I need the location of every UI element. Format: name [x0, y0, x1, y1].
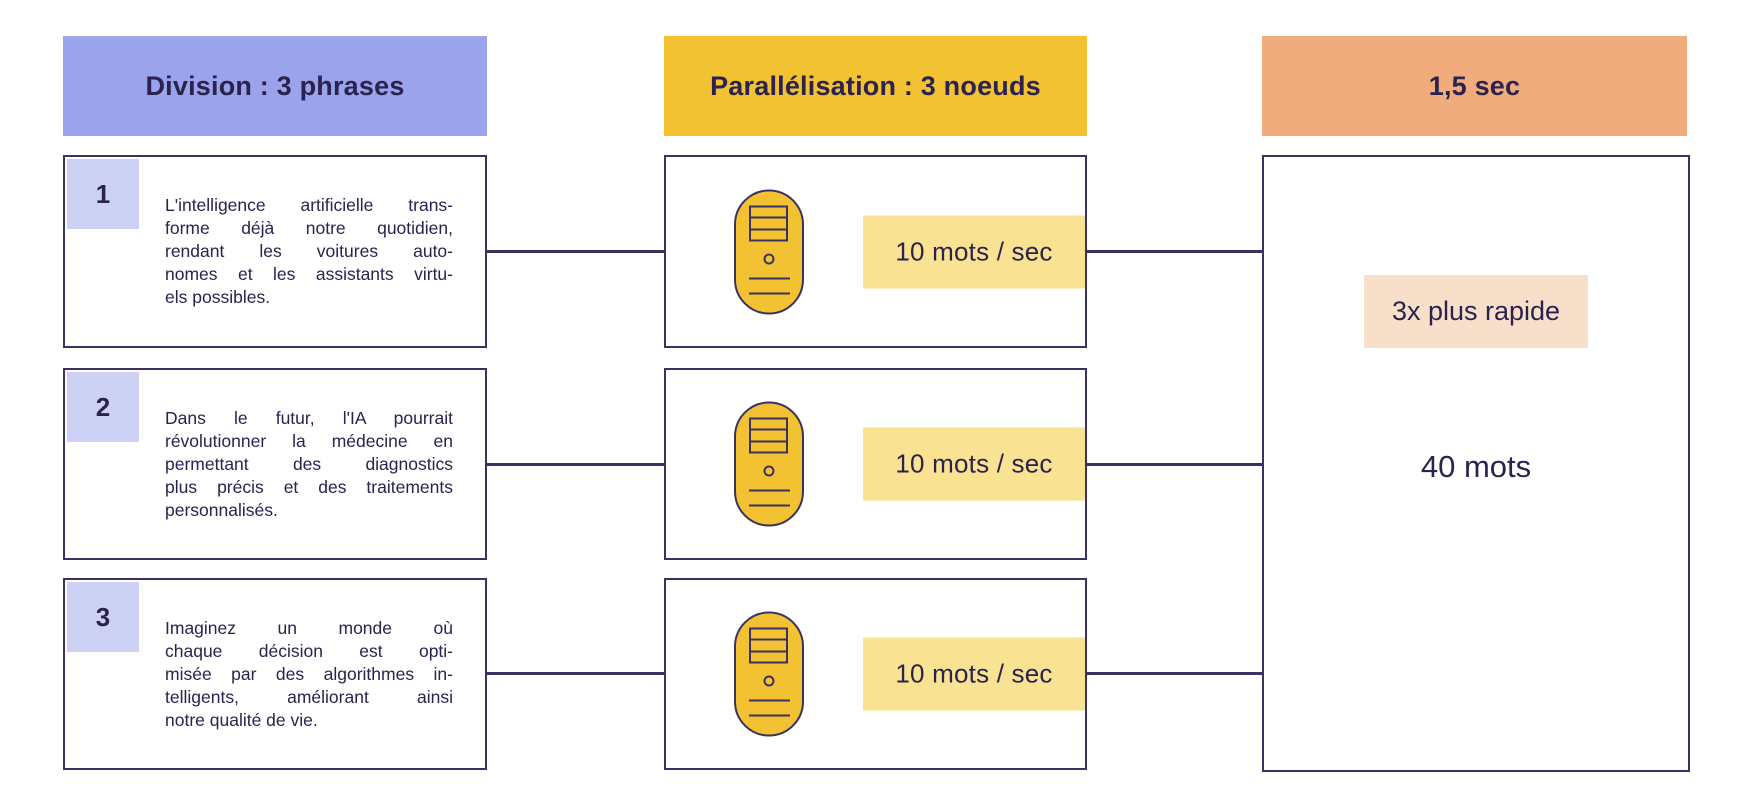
connector-line — [1086, 463, 1263, 466]
node-card-3: 10 mots / sec — [664, 578, 1087, 770]
sentence-number-badge: 3 — [67, 582, 139, 652]
server-vent-line-icon — [749, 699, 790, 702]
speedup-badge: 3x plus rapide — [1364, 275, 1588, 348]
result-card: 3x plus rapide 40 mots — [1262, 155, 1690, 772]
parallelization-header-label: Parallélisation : 3 noeuds — [710, 70, 1041, 101]
sentence-card-1: 1 L'intelligence artificielle trans-form… — [63, 155, 487, 348]
division-column-header: Division : 3 phrases — [63, 36, 487, 136]
division-header-label: Division : 3 phrases — [145, 70, 405, 101]
node-card-2: 10 mots / sec — [664, 368, 1087, 560]
sentence-text: L'intelligence artificielle trans-forme … — [165, 195, 453, 307]
connector-line — [1086, 672, 1263, 675]
server-vent-line-icon — [749, 292, 790, 294]
server-power-button-icon — [763, 675, 775, 687]
sentence-number-badge: 1 — [67, 159, 139, 229]
server-icon — [734, 611, 804, 737]
total-words-label: 40 mots — [1420, 449, 1532, 484]
result-header-label: 1,5 sec — [1428, 70, 1521, 101]
node-rate-badge: 10 mots / sec — [863, 427, 1085, 501]
connector-line — [1086, 250, 1263, 253]
connector-line — [486, 250, 664, 253]
server-vent-line-icon — [749, 714, 790, 717]
server-power-button-icon — [763, 465, 775, 477]
server-icon — [734, 401, 804, 527]
node-card-1: 10 mots / sec — [664, 155, 1087, 348]
sentence-number-badge: 2 — [67, 372, 139, 442]
server-drive-bays-icon — [749, 417, 788, 454]
server-drive-bays-icon — [749, 205, 788, 241]
server-vent-line-icon — [749, 504, 790, 507]
server-power-button-icon — [763, 253, 775, 264]
server-drive-bays-icon — [749, 627, 788, 664]
node-rate-badge: 10 mots / sec — [863, 637, 1085, 711]
connector-line — [486, 463, 664, 466]
parallelization-column-header: Parallélisation : 3 noeuds — [664, 36, 1087, 136]
server-vent-line-icon — [749, 489, 790, 492]
result-column-header: 1,5 sec — [1262, 36, 1687, 136]
server-icon — [734, 189, 804, 314]
connector-line — [486, 672, 664, 675]
server-vent-line-icon — [749, 277, 790, 279]
node-rate-badge: 10 mots / sec — [863, 215, 1085, 288]
